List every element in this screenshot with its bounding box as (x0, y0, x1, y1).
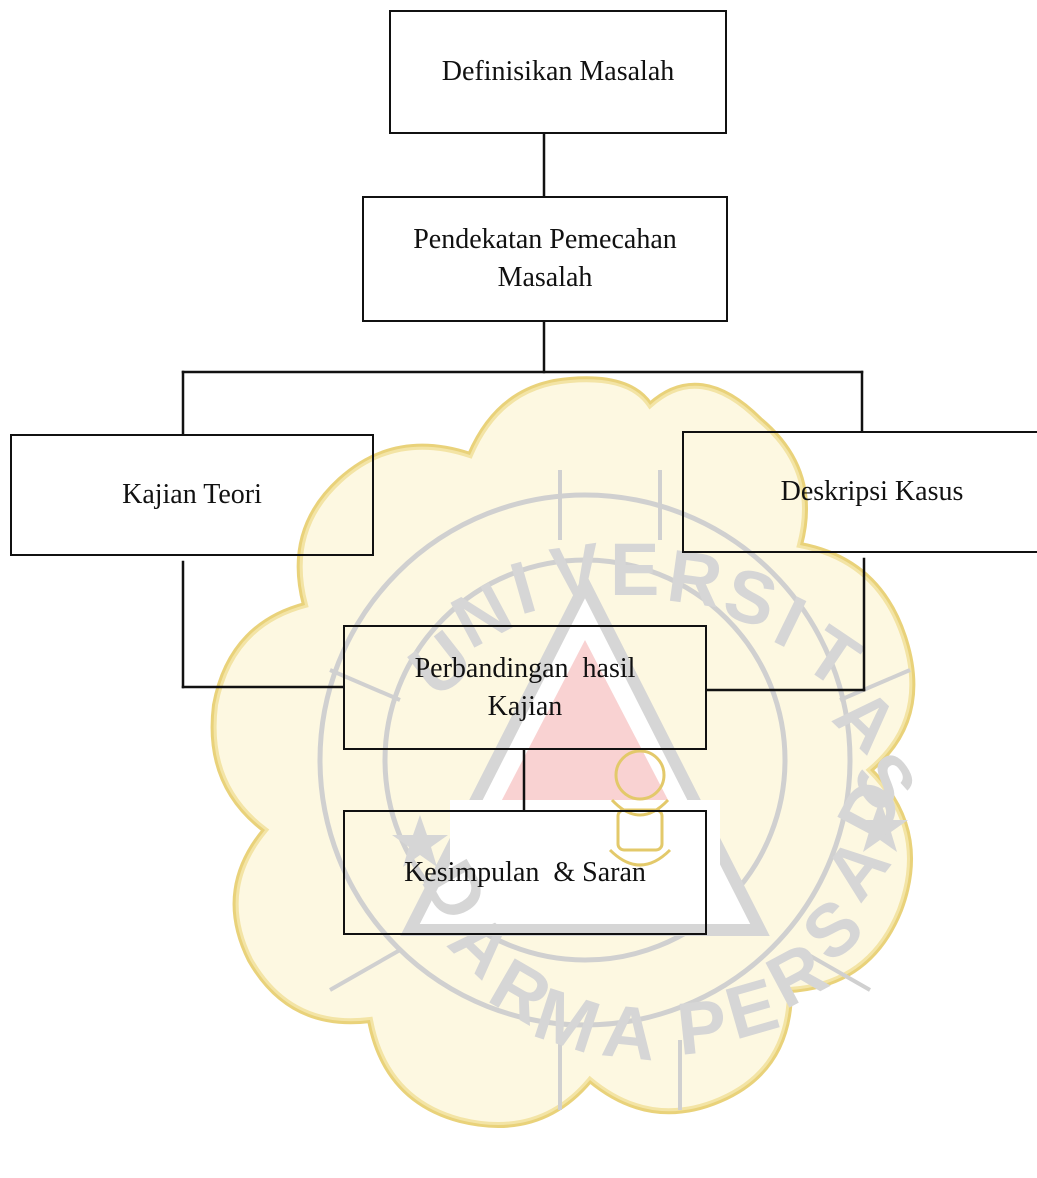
svg-text:E: E (610, 528, 659, 611)
svg-text:A: A (598, 988, 660, 1076)
node-perbandingan-hasil-kajian: Perbandingan hasil Kajian (343, 625, 707, 750)
seal-triangle (400, 571, 770, 936)
node-label: Deskripsi Kasus (780, 476, 964, 508)
node-label: Perbandingan hasil Kajian (414, 652, 643, 722)
seal-petal-lines (329, 470, 911, 1110)
node-pendekatan-pemecahan-masalah: Pendekatan Pemecahan Masalah (362, 196, 728, 322)
seal-stars (392, 800, 908, 867)
node-kajian-teori: Kajian Teori (10, 434, 374, 556)
node-label: Kesimpulan & Saran (404, 856, 646, 888)
node-definisikan-masalah: Definisikan Masalah (389, 10, 727, 134)
node-label: Pendekatan Pemecahan Masalah (413, 224, 677, 293)
node-label: Definisikan Masalah (441, 56, 675, 88)
node-label: Kajian Teori (122, 479, 262, 511)
svg-text:P: P (673, 983, 731, 1071)
svg-text:V: V (546, 527, 606, 616)
seal-outer-ring (317, 492, 853, 1028)
svg-text:R: R (663, 534, 727, 624)
node-deskripsi-kasus: Deskripsi Kasus (682, 431, 1037, 553)
node-kesimpulan-saran: Kesimpulan & Saran (343, 810, 707, 935)
